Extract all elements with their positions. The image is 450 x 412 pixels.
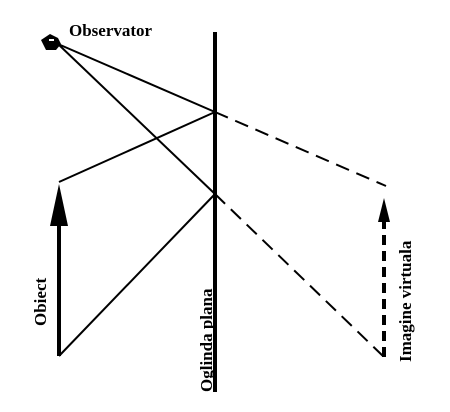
virtual-image-label: Imagine virtuala bbox=[396, 240, 415, 362]
virtual-ray-bottom bbox=[214, 193, 385, 358]
reflected-ray-top bbox=[57, 43, 216, 113]
observer-label: Observator bbox=[69, 21, 153, 40]
eye-icon bbox=[41, 34, 61, 50]
mirror-label: Oglinda plana bbox=[197, 288, 216, 392]
reflected-ray-bottom bbox=[57, 43, 216, 195]
incident-ray-bottom bbox=[58, 193, 216, 357]
incident-ray-top bbox=[58, 111, 216, 183]
virtual-ray-top bbox=[214, 111, 387, 187]
object-arrow bbox=[50, 184, 68, 356]
virtual-image-arrow bbox=[378, 198, 390, 357]
object-label: Obiect bbox=[31, 278, 50, 326]
